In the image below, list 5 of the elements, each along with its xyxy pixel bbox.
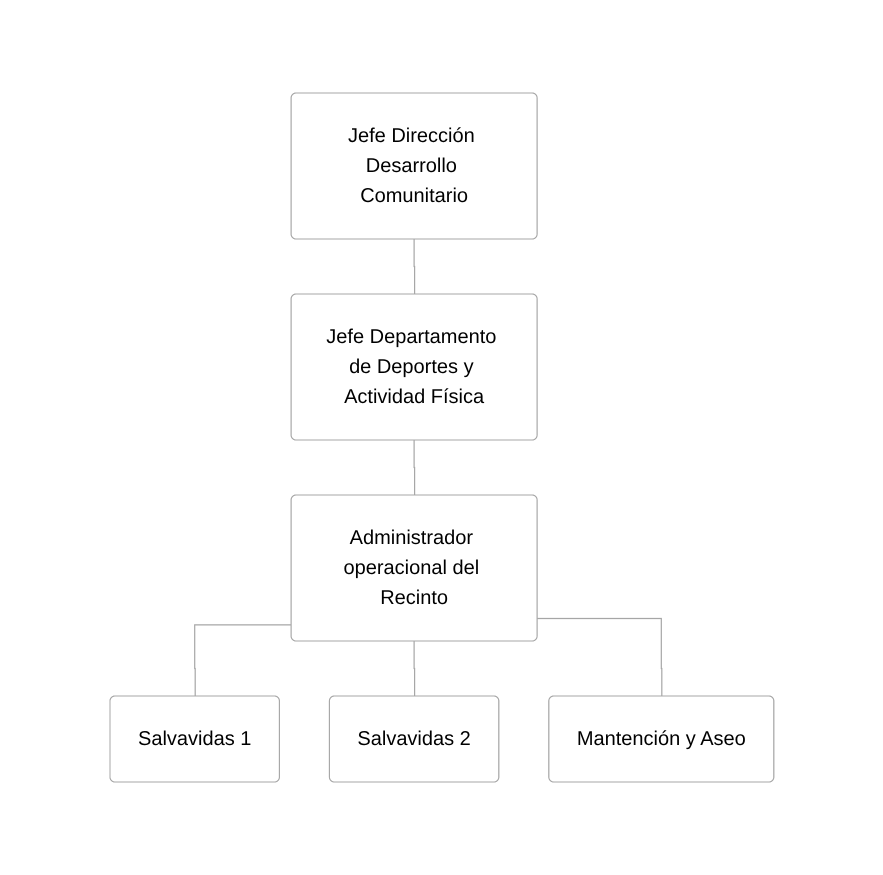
connector <box>413 238 415 294</box>
connector <box>537 618 662 696</box>
connector <box>413 640 415 696</box>
connector <box>194 624 292 696</box>
connector <box>413 440 415 496</box>
